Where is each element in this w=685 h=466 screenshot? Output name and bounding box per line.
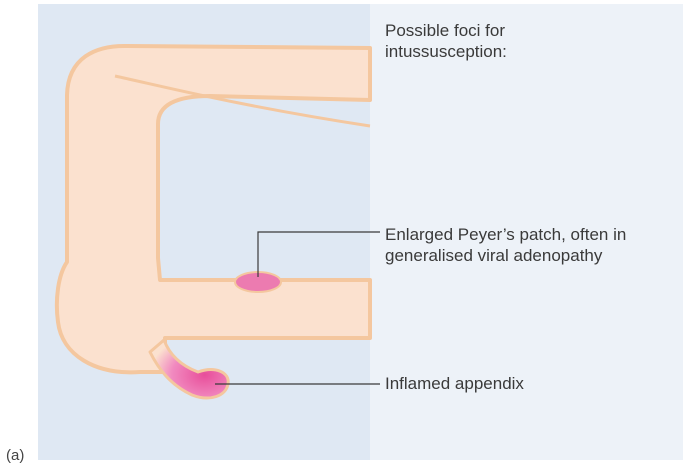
appendix [150, 340, 228, 398]
appendix-label: Inflamed appendix [385, 373, 665, 394]
diagram-title: Possible foci for intussusception: [385, 20, 665, 62]
bowel-loop [57, 46, 370, 372]
figure-label: (a) [6, 445, 24, 466]
peyers-patch-leader-line [258, 232, 380, 277]
peyers-patch-label: Enlarged Peyer’s patch, often in general… [385, 224, 680, 266]
